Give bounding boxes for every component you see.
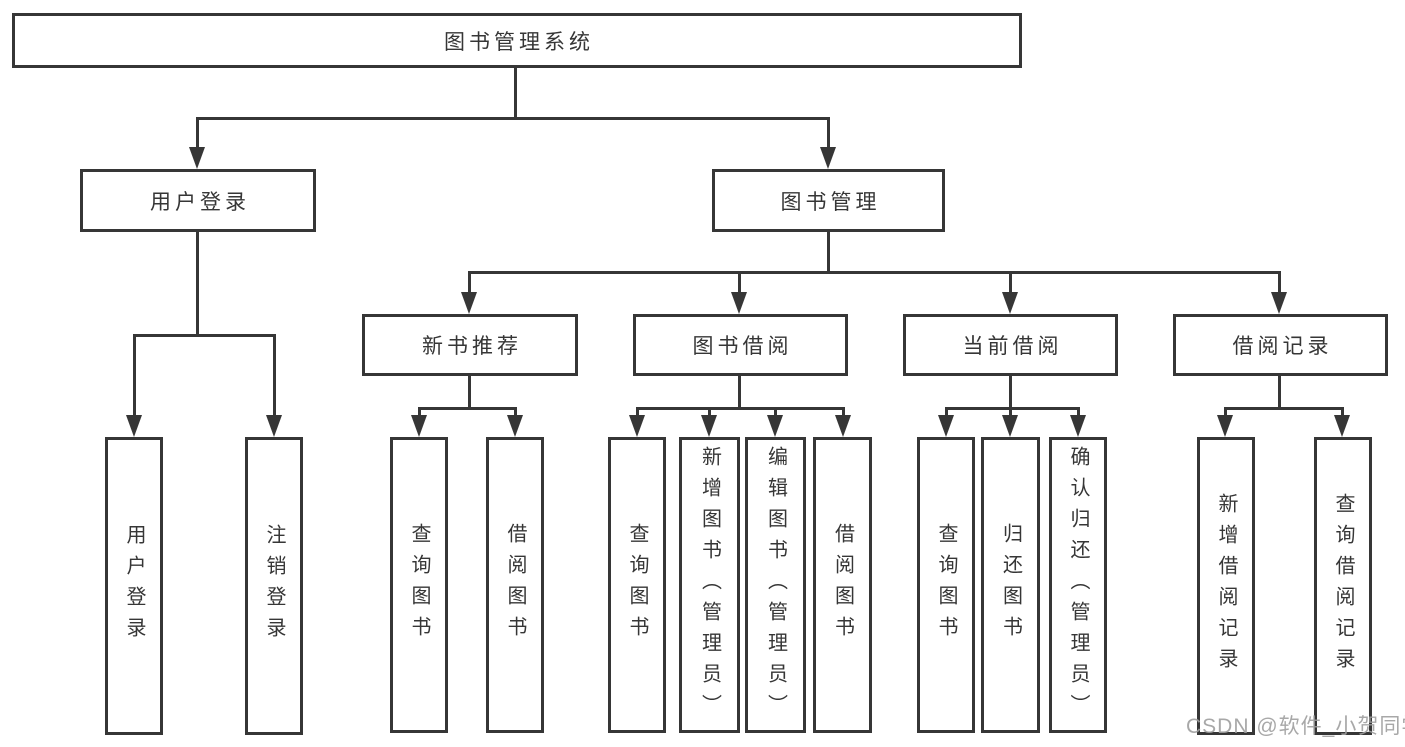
- connector-borrowing-vline: [738, 376, 741, 408]
- arrowhead-down-icon: [1070, 415, 1086, 437]
- arrowhead-down-icon: [266, 415, 282, 437]
- connector-current-stem-3: [1077, 407, 1080, 416]
- connector-recommend-vline: [468, 376, 471, 408]
- connector-root-stem-right: [827, 117, 830, 148]
- connector-user-login-stem-2: [273, 334, 276, 416]
- arrowhead-down-icon: [126, 415, 142, 437]
- arrowhead-down-icon: [701, 415, 717, 437]
- connector-user-login-vline: [196, 232, 199, 334]
- arrowhead-down-icon: [767, 415, 783, 437]
- arrowhead-down-icon: [1002, 292, 1018, 314]
- connector-user-login-hline: [133, 334, 276, 337]
- leaf-query-books-current: 查询图书: [917, 437, 975, 733]
- arrowhead-down-icon: [1217, 415, 1233, 437]
- arrowhead-down-icon: [835, 415, 851, 437]
- connector-records-hline: [1224, 407, 1344, 410]
- leaf-edit-book-admin: 编辑图书（管理员）: [745, 437, 806, 733]
- connector-root-hline: [196, 117, 830, 120]
- node-borrowing-records: 借阅记录: [1173, 314, 1388, 376]
- connector-records-stem-2: [1341, 407, 1344, 416]
- arrowhead-down-icon: [1271, 292, 1287, 314]
- node-library-management-system: 图书管理系统: [12, 13, 1022, 68]
- node-book-management: 图书管理: [712, 169, 945, 232]
- leaf-query-books-recommend: 查询图书: [390, 437, 448, 733]
- watermark: CSDN @软件_小贺同学: [1186, 715, 1405, 738]
- leaf-user-login: 用户登录: [105, 437, 163, 735]
- leaf-confirm-return-admin: 确认归还（管理员）: [1049, 437, 1107, 733]
- connector-current-hline: [945, 407, 1080, 410]
- leaf-borrow-books-borrowing: 借阅图书: [813, 437, 872, 733]
- node-book-borrowing: 图书借阅: [633, 314, 848, 376]
- connector-borrowing-stem-4: [842, 407, 845, 416]
- connector-book-mgmt-stem-3: [1009, 271, 1012, 293]
- arrowhead-down-icon: [731, 292, 747, 314]
- arrowhead-down-icon: [1334, 415, 1350, 437]
- node-new-book-recommend: 新书推荐: [362, 314, 578, 376]
- connector-borrowing-stem-3: [774, 407, 777, 416]
- connector-book-mgmt-vline: [827, 232, 830, 273]
- connector-recommend-stem-2: [514, 407, 517, 416]
- connector-borrowing-hline: [636, 407, 845, 410]
- connector-user-login-stem-1: [133, 334, 136, 416]
- connector-root-stem-left: [196, 117, 199, 148]
- leaf-query-books-borrowing: 查询图书: [608, 437, 666, 733]
- connector-records-vline: [1278, 376, 1281, 408]
- leaf-add-borrow-record: 新增借阅记录: [1197, 437, 1255, 735]
- connector-borrowing-stem-2: [708, 407, 711, 416]
- arrowhead-down-icon: [461, 292, 477, 314]
- connector-records-stem-1: [1224, 407, 1227, 416]
- arrowhead-down-icon: [189, 147, 205, 169]
- connector-book-mgmt-stem-4: [1278, 271, 1281, 293]
- leaf-return-books: 归还图书: [981, 437, 1040, 733]
- arrowhead-down-icon: [820, 147, 836, 169]
- arrowhead-down-icon: [507, 415, 523, 437]
- arrowhead-down-icon: [629, 415, 645, 437]
- connector-book-mgmt-stem-1: [468, 271, 471, 293]
- leaf-query-borrow-record: 查询借阅记录: [1314, 437, 1372, 735]
- arrowhead-down-icon: [1002, 415, 1018, 437]
- node-user-login: 用户登录: [80, 169, 316, 232]
- leaf-add-book-admin: 新增图书（管理员）: [679, 437, 740, 733]
- connector-recommend-stem-1: [418, 407, 421, 416]
- leaf-borrow-books-recommend: 借阅图书: [486, 437, 544, 733]
- connector-current-stem-2: [1009, 407, 1012, 416]
- connector-root-vline: [514, 68, 517, 117]
- arrowhead-down-icon: [938, 415, 954, 437]
- connector-recommend-hline: [418, 407, 517, 410]
- connector-current-stem-1: [945, 407, 948, 416]
- connector-current-vline: [1009, 376, 1012, 408]
- node-current-borrowing: 当前借阅: [903, 314, 1118, 376]
- arrowhead-down-icon: [411, 415, 427, 437]
- connector-book-mgmt-hline: [468, 271, 1281, 274]
- connector-book-mgmt-stem-2: [738, 271, 741, 293]
- leaf-logout: 注销登录: [245, 437, 303, 735]
- connector-borrowing-stem-1: [636, 407, 639, 416]
